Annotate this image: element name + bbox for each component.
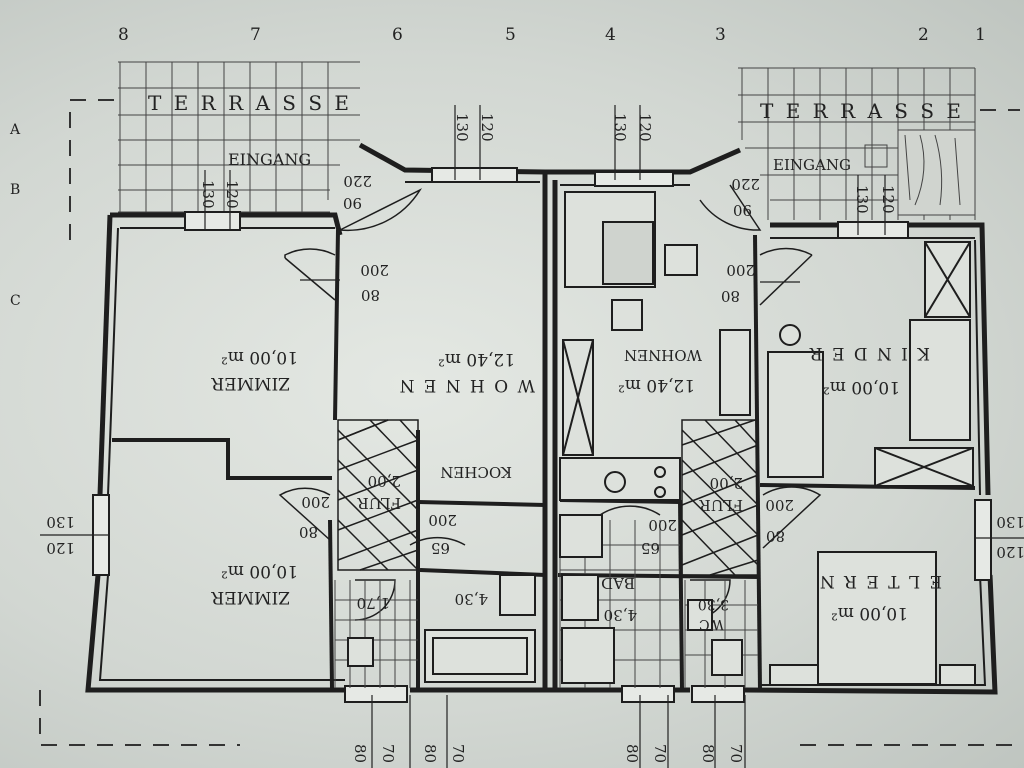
dim-200: 200 bbox=[360, 261, 389, 279]
dim-65: 65 bbox=[431, 539, 450, 557]
dim-200: 200 bbox=[648, 516, 677, 534]
dim-200: 200 bbox=[726, 261, 755, 279]
site-boundary bbox=[39, 99, 1020, 746]
dimension-lines bbox=[40, 105, 1024, 768]
room-area-eltern: 10,00 m² bbox=[831, 603, 908, 623]
room-area-zimmer-bottom: 10,00 m² bbox=[221, 561, 298, 581]
dim-120: 120 bbox=[636, 113, 654, 142]
sink-left bbox=[499, 574, 536, 616]
room-area-zimmer-top: 10,00 m² bbox=[221, 347, 298, 367]
grid-marker: 7 bbox=[250, 25, 261, 45]
armchair bbox=[664, 244, 698, 276]
room-area-flur-right: 2,00 bbox=[710, 474, 743, 492]
grid-marker: 6 bbox=[392, 25, 403, 45]
grid-marker: 2 bbox=[918, 25, 929, 45]
grid-markers-top: 8 7 6 5 4 3 2 1 bbox=[118, 25, 986, 45]
toilet-left bbox=[347, 637, 374, 667]
room-area-kinder: 10,00 m² bbox=[823, 377, 900, 397]
entrance-label-left: EINGANG bbox=[228, 150, 311, 169]
terrace-tiles-left bbox=[118, 61, 360, 213]
dim-70: 70 bbox=[449, 744, 467, 763]
dim-130: 130 bbox=[453, 113, 471, 142]
grid-marker: 3 bbox=[715, 25, 726, 45]
grid-marker: A bbox=[9, 122, 21, 138]
room-name-flur-right: FLUR bbox=[699, 496, 743, 514]
dim-70: 70 bbox=[727, 744, 745, 763]
room-labels: ZIMMER 10,00 m² ZIMMER 10,00 m² W O H N … bbox=[210, 343, 942, 632]
dim-220: 220 bbox=[731, 175, 760, 193]
dim-120: 120 bbox=[46, 539, 75, 557]
dim-65: 65 bbox=[641, 539, 660, 557]
dim-70: 70 bbox=[379, 744, 397, 763]
dim-200: 200 bbox=[765, 496, 794, 514]
room-name-bad-right: BAD bbox=[601, 574, 635, 592]
room-name-kinder: K I N D E R bbox=[808, 343, 930, 363]
dim-80: 80 bbox=[699, 744, 717, 763]
room-area-wc-right: 3,30 bbox=[698, 596, 729, 612]
dim-220: 220 bbox=[343, 172, 372, 190]
room-area-wohnen-left: 12,40 m² bbox=[438, 349, 515, 369]
shower-right bbox=[561, 627, 615, 684]
dim-120: 120 bbox=[478, 113, 496, 142]
double-bed-eltern bbox=[817, 551, 937, 685]
dim-90: 90 bbox=[343, 194, 362, 212]
stairs-cabinet bbox=[719, 329, 751, 416]
dimension-labels: 130 120 130 120 130 120 130 120 200 80 2… bbox=[46, 113, 1024, 763]
dim-80: 80 bbox=[766, 527, 785, 545]
door-swings bbox=[278, 184, 822, 621]
dim-130: 130 bbox=[996, 513, 1024, 531]
room-area-wohnen-right: 12,40 m² bbox=[618, 375, 695, 395]
dim-120: 120 bbox=[996, 543, 1024, 561]
room-name-zimmer-top: ZIMMER bbox=[210, 373, 290, 393]
grid-marker: B bbox=[10, 182, 20, 198]
dim-120: 120 bbox=[223, 180, 241, 209]
room-area-bad-right: 4,30 bbox=[604, 606, 637, 624]
terrace-label-right: T E R R A S S E bbox=[760, 99, 964, 123]
dim-200: 200 bbox=[301, 493, 330, 511]
bed-kinder bbox=[767, 351, 824, 478]
dim-200: 200 bbox=[428, 511, 457, 529]
grid-marker: 4 bbox=[605, 25, 616, 45]
room-name-wohnen-left: W O H N E N bbox=[398, 375, 535, 395]
fixtures bbox=[347, 191, 976, 686]
dim-80: 80 bbox=[421, 744, 439, 763]
dim-130: 130 bbox=[46, 513, 75, 531]
dim-80: 80 bbox=[721, 287, 740, 305]
dim-70: 70 bbox=[651, 744, 669, 763]
terrace-tiles-right bbox=[738, 67, 976, 220]
room-area-wc-left: 1,70 bbox=[357, 594, 390, 612]
room-name-kochen: KOCHEN bbox=[440, 463, 512, 481]
entrance-label-right: EINGANG bbox=[773, 156, 851, 174]
dim-130: 130 bbox=[611, 113, 629, 142]
toilet-right bbox=[711, 639, 743, 676]
dim-80: 80 bbox=[299, 523, 318, 541]
grid-marker: 8 bbox=[118, 25, 129, 45]
room-name-flur-left: FLUR bbox=[357, 494, 401, 512]
room-area-flur-left: 2,00 bbox=[368, 472, 401, 490]
hallway-hatch-left bbox=[337, 419, 419, 571]
dim-80: 80 bbox=[351, 744, 369, 763]
dim-120: 120 bbox=[879, 185, 897, 214]
hallway-hatch-right bbox=[681, 419, 759, 576]
terrace-label-left: T E R R A S S E bbox=[148, 91, 352, 115]
desk-kinder bbox=[909, 319, 971, 441]
grid-marker: 5 bbox=[505, 25, 516, 45]
grid-marker: C bbox=[10, 293, 21, 309]
grid-markers-left: A B C bbox=[9, 122, 21, 309]
grid-marker: 1 bbox=[975, 25, 986, 45]
room-name-zimmer-bottom: ZIMMER bbox=[210, 587, 290, 607]
room-name-wc-right: WC bbox=[699, 616, 724, 632]
dim-80: 80 bbox=[361, 286, 380, 304]
sink-right bbox=[561, 574, 599, 621]
room-name-eltern: E L T E R N bbox=[818, 571, 942, 591]
room-area-bad-left: 4,30 bbox=[455, 590, 488, 608]
dim-130: 130 bbox=[853, 185, 871, 214]
room-name-wohnen-right: WOHNEN bbox=[624, 346, 702, 364]
dim-80: 80 bbox=[623, 744, 641, 763]
dim-130: 130 bbox=[199, 180, 217, 209]
dim-90: 90 bbox=[733, 201, 752, 219]
